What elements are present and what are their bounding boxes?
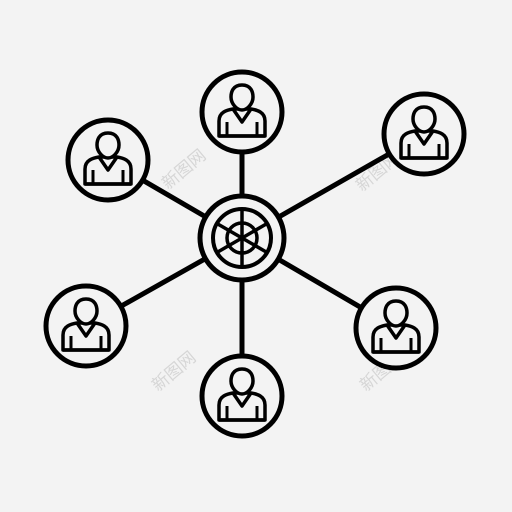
person-collar-shape	[231, 108, 253, 124]
hub-inner-ring	[225, 221, 259, 255]
watermark-text: 新图网	[148, 348, 200, 396]
person-node-right	[353, 285, 439, 371]
person-head-shape	[383, 299, 409, 328]
person-collar-shape	[231, 392, 253, 408]
person-head-shape	[229, 367, 255, 396]
person-collar-shape	[97, 156, 119, 172]
person-nodes	[43, 69, 467, 439]
hub-middle-ring	[211, 207, 273, 269]
network-hub-icon	[197, 193, 287, 283]
person-collar-shape	[385, 324, 407, 340]
person-node-left	[43, 283, 129, 369]
person-head-shape	[95, 131, 121, 160]
person-node-top-right	[381, 91, 467, 177]
person-collar-shape	[413, 130, 435, 146]
person-node-circle	[199, 69, 285, 155]
person-head-shape	[411, 105, 437, 134]
person-node-circle	[353, 285, 439, 371]
person-node-circle	[65, 117, 151, 203]
person-node-top	[199, 69, 285, 155]
person-node-circle	[43, 283, 129, 369]
person-collar-shape	[75, 322, 97, 338]
person-head-shape	[73, 297, 99, 326]
watermark-text: 新图网	[158, 146, 210, 194]
person-node-circle	[381, 91, 467, 177]
person-node-top-left	[65, 117, 151, 203]
person-node-bottom	[199, 353, 285, 439]
person-head-shape	[229, 83, 255, 112]
person-node-circle	[199, 353, 285, 439]
